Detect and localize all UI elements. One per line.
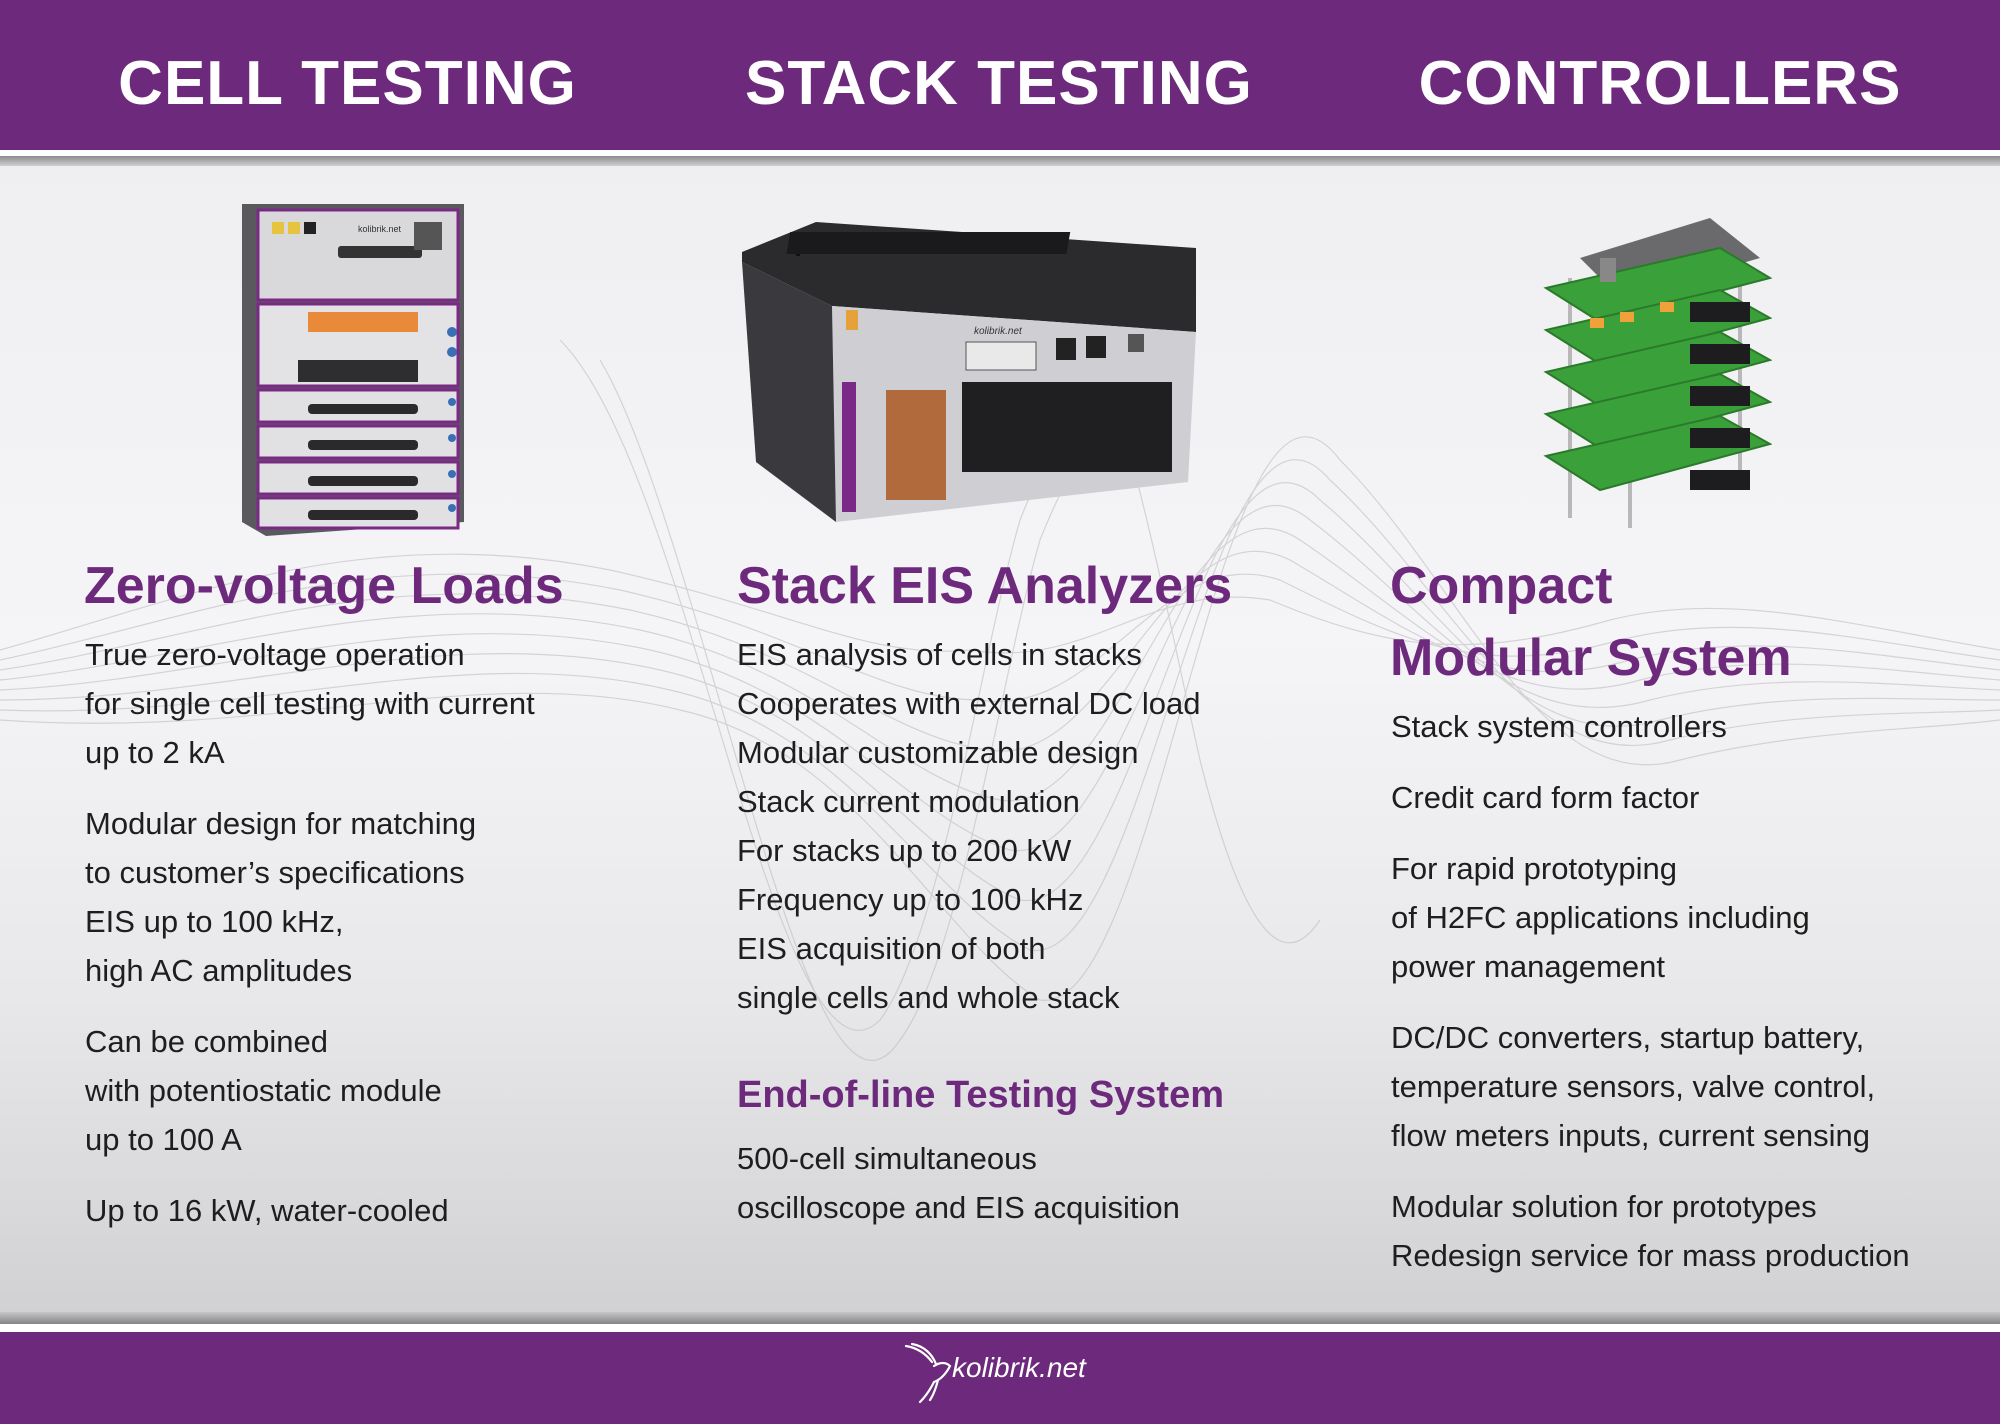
header-divider [0, 150, 2000, 156]
body-text-line: For rapid prototyping [1391, 851, 1678, 886]
body-text-line: temperature sensors, valve control, [1391, 1069, 1876, 1104]
body-text-line: EIS up to 100 kHz, [85, 904, 344, 939]
header-title-cell-testing: CELL TESTING [118, 49, 577, 118]
body-text-line: power management [1391, 949, 1665, 984]
body-text-line: 500-cell simultaneous [737, 1141, 1037, 1176]
body-text-line: up to 2 kA [85, 735, 225, 770]
body-text-line: True zero-voltage operation [85, 637, 465, 672]
header-divider-shadow [0, 156, 2000, 166]
footer-band [0, 1332, 2000, 1424]
body-text-line: Redesign service for mass production [1391, 1238, 1910, 1273]
body-text-line: up to 100 A [85, 1122, 242, 1157]
footer-divider-shadow [0, 1312, 2000, 1324]
body-text-line: high AC amplitudes [85, 953, 353, 988]
zero-voltage-load-rack-image: kolibrik.net [242, 204, 464, 536]
footer-logo-text[interactable]: kolibrik.net [952, 1352, 1086, 1383]
body-text-line: to customer’s specifications [85, 855, 465, 890]
body-text-line: flow meters inputs, current sensing [1391, 1118, 1870, 1153]
body-text-line: oscilloscope and EIS acquisition [737, 1190, 1180, 1225]
body-text-line: Up to 16 kW, water-cooled [85, 1193, 449, 1228]
device-label-text: kolibrik.net [358, 224, 402, 234]
body-text-line: single cells and whole stack [737, 980, 1120, 1015]
header-band [0, 0, 2000, 150]
heading-stack-eis-analyzers: Stack EIS Analyzers [737, 557, 1233, 615]
header-title-stack-testing: STACK TESTING [745, 49, 1253, 118]
body-text-line: DC/DC converters, startup battery, [1391, 1020, 1865, 1055]
modular-controller-image [1543, 218, 1772, 528]
footer-divider [0, 1324, 2000, 1332]
body-text-line: Modular solution for prototypes [1391, 1189, 1817, 1224]
device-label-text: kolibrik.net [974, 326, 1023, 337]
subheading-end-of-line-testing: End-of-line Testing System [737, 1074, 1225, 1116]
heading-zero-voltage-loads: Zero-voltage Loads [84, 557, 564, 615]
body-text-line: Credit card form factor [1391, 780, 1700, 815]
body-text-line: Frequency up to 100 kHz [737, 882, 1084, 917]
body-text-line: EIS acquisition of both [737, 931, 1046, 966]
body-text-line: Modular design for matching [85, 806, 477, 841]
stack-eis-analyzer-image: kolibrik.net [742, 222, 1196, 522]
body-text-line: Modular customizable design [737, 735, 1139, 770]
hummingbird-icon [904, 1342, 952, 1404]
body-text-line: Cooperates with external DC load [737, 686, 1201, 721]
body-text-line: with potentiostatic module [85, 1073, 442, 1108]
body-text-line: of H2FC applications including [1391, 900, 1810, 935]
body-text-line: For stacks up to 200 kW [737, 833, 1072, 868]
heading-compact-line-2: Modular System [1390, 629, 1792, 687]
body-text-line: Stack current modulation [737, 784, 1080, 819]
body-text-line: for single cell testing with current [85, 686, 535, 721]
heading-compact-line-1: Compact [1390, 557, 1613, 615]
header-title-controllers: CONTROLLERS [1418, 49, 1902, 118]
body-text-line: Can be combined [85, 1024, 328, 1059]
body-text-line: EIS analysis of cells in stacks [737, 637, 1142, 672]
body-text-line: Stack system controllers [1391, 709, 1727, 744]
